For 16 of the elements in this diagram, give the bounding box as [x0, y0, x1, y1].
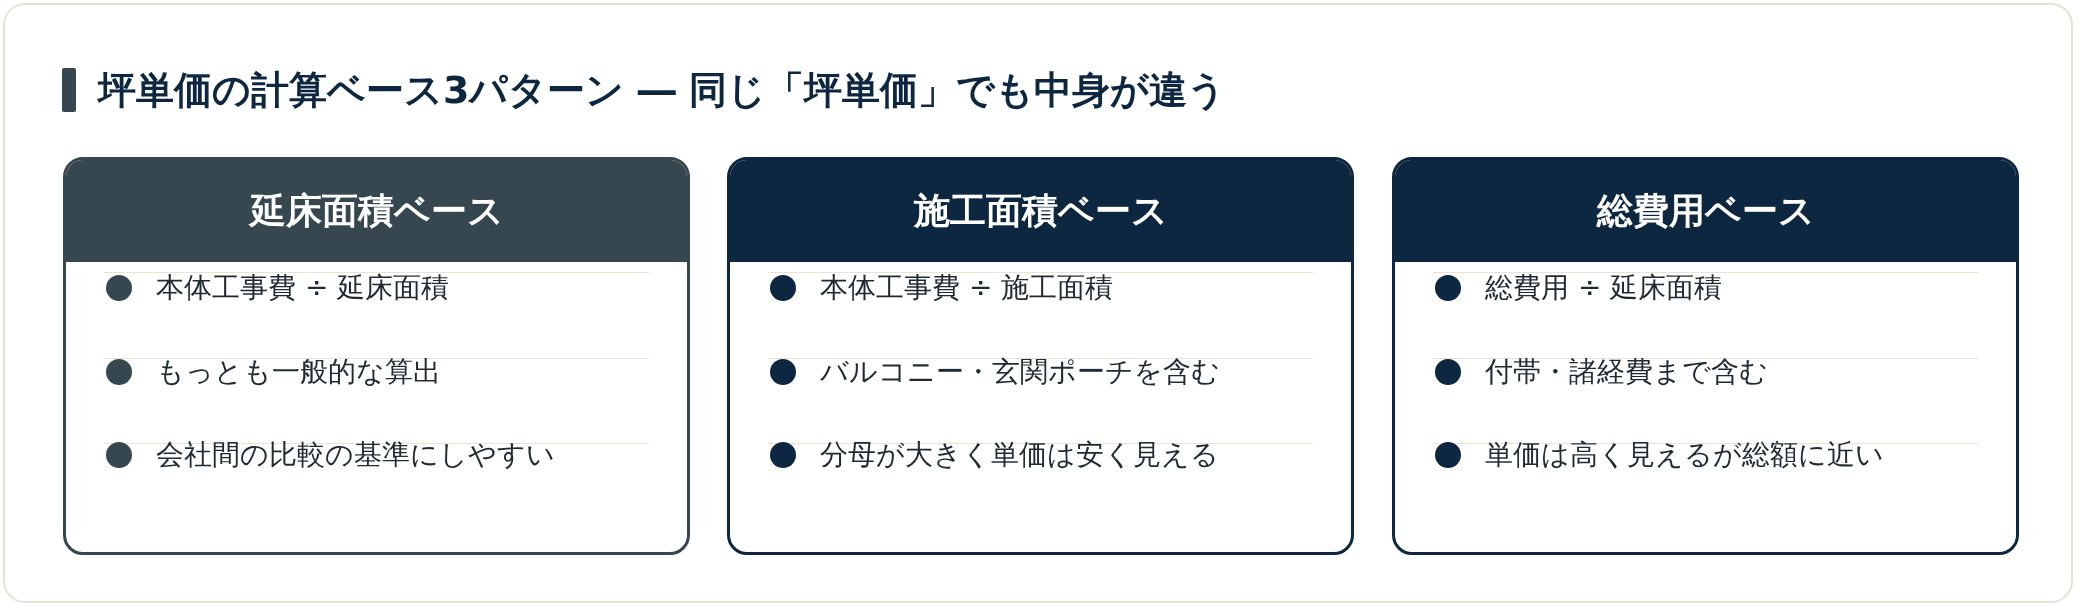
- title: 坪単価の計算ベース3パターン ― 同じ「坪単価」でも中身が違う: [98, 67, 1226, 114]
- list-item-text: 総費用 ÷ 延床面積: [1485, 270, 1723, 306]
- card: [727, 157, 1354, 555]
- card: [1392, 157, 2019, 555]
- card: [63, 157, 690, 555]
- list-item-text: 本体工事費 ÷ 延床面積: [156, 270, 450, 306]
- card-header: 延床面積ベース: [66, 160, 687, 262]
- list-item-text: 単価は高く見えるが総額に近い: [1485, 437, 1884, 473]
- card-header: 総費用ベース: [1395, 160, 2016, 262]
- list-item-text: 本体工事費 ÷ 施工面積: [820, 270, 1114, 306]
- list-item-text: 付帯・諸経費まで含む: [1485, 354, 1768, 390]
- list-item-text: 会社間の比較の基準にしやすい: [156, 437, 555, 473]
- card-header: 施工面積ベース: [730, 160, 1351, 262]
- list-item-text: 分母が大きく単価は安く見える: [820, 437, 1219, 473]
- list-item-text: バルコニー・玄関ポーチを含む: [820, 354, 1220, 390]
- list-item-text: もっとも一般的な算出: [156, 354, 441, 390]
